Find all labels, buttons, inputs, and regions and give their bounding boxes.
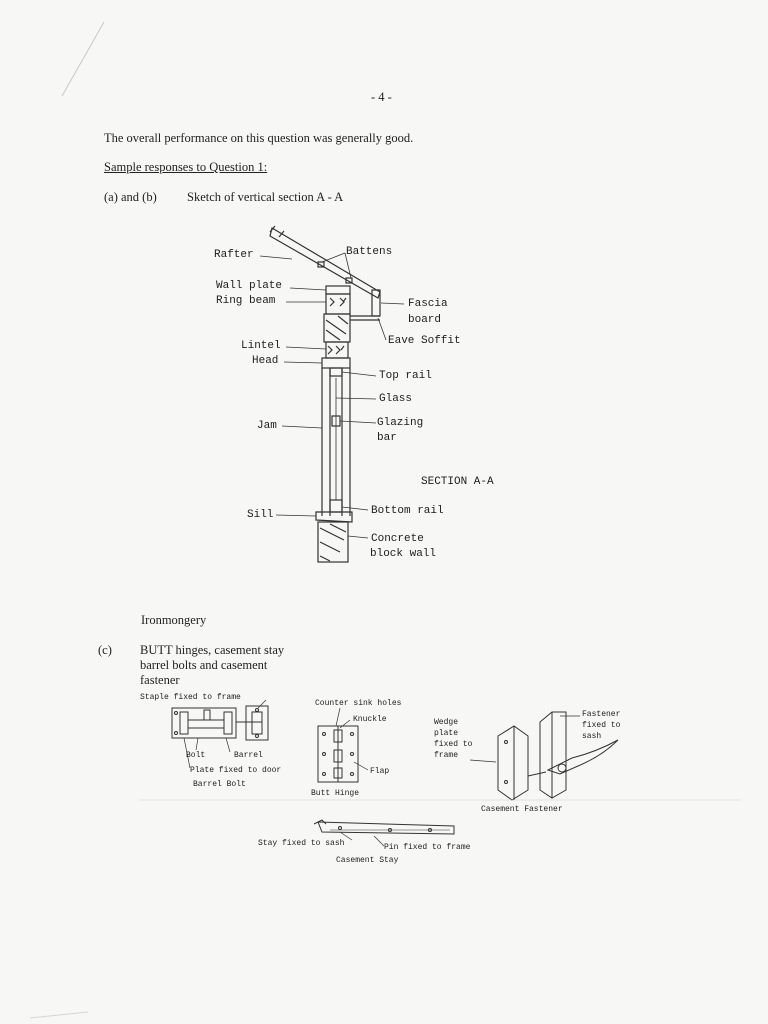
label-wall-plate: Wall plate (216, 280, 283, 292)
label-casement-fastener: Casement Fastener (481, 805, 563, 814)
label-fascia: Fascia (408, 298, 448, 310)
label-top-rail: Top rail (379, 370, 432, 382)
label-battens: Battens (346, 246, 393, 258)
batten (317, 261, 325, 268)
part-c-line-2: barrel bolts and casement (140, 658, 268, 672)
sill (315, 511, 353, 523)
label-glazing: Glazing (377, 417, 424, 429)
barrel-bolt-drawing (171, 705, 269, 741)
label-bottom-rail: Bottom rail (371, 505, 444, 517)
label-head: Head (252, 355, 279, 367)
part-c-label: (c) (98, 643, 112, 657)
label-wedge-3: fixed to (434, 740, 473, 749)
label-concrete: Concrete (371, 533, 424, 545)
casement-stay-drawing (313, 819, 455, 835)
intro-line: The overall performance on this question… (104, 131, 414, 145)
label-wedge-4: frame (434, 751, 459, 760)
rafter-shape (269, 227, 381, 299)
ironmongery-heading: Ironmongery (141, 613, 207, 627)
label-casement-stay: Casement Stay (336, 856, 399, 865)
label-rafter: Rafter (214, 249, 254, 261)
part-c-line-3: fastener (140, 673, 180, 687)
label-glazing-bar: bar (377, 432, 397, 444)
part-ab-title: Sketch of vertical section A - A (187, 190, 344, 204)
label-sill: Sill (247, 509, 274, 521)
label-ring-beam: Ring beam (216, 295, 276, 307)
concrete-wall (317, 521, 349, 563)
part-c-line-1: BUTT hinges, casement stay (140, 643, 285, 657)
label-wedge-1: Wedge (434, 718, 459, 727)
label-section-title: SECTION A-A (421, 476, 494, 488)
casement-fastener-drawing (497, 711, 619, 801)
label-eave-soffit: Eave Soffit (388, 335, 461, 347)
label-staple: Staple fixed to frame (140, 693, 241, 702)
label-fastener-2: fixed to (582, 721, 621, 730)
label-butt-hinge: Butt Hinge (311, 789, 360, 798)
label-fastener-3: sash (582, 732, 602, 741)
part-ab-label: (a) and (b) (104, 190, 157, 204)
label-barrel: Barrel (234, 751, 263, 760)
label-bolt: Bolt (186, 751, 206, 760)
butt-hinge-drawing (317, 725, 359, 783)
label-counter-sink: Counter sink holes (315, 699, 402, 708)
sample-heading: Sample responses to Question 1: (104, 160, 268, 174)
label-stay-fixed: Stay fixed to sash (258, 839, 345, 848)
label-fascia-board: board (408, 314, 442, 326)
label-barrel-bolt: Barrel Bolt (193, 780, 246, 789)
label-lintel: Lintel (241, 340, 281, 352)
label-jam: Jam (257, 420, 277, 432)
page-number: - 4 - (371, 90, 392, 104)
label-pin-fixed: Pin fixed to frame (384, 843, 471, 852)
label-knuckle: Knuckle (353, 715, 387, 724)
label-block-wall: block wall (370, 548, 437, 560)
label-glass: Glass (379, 393, 413, 405)
label-wedge-2: plate (434, 729, 459, 738)
label-fastener-1: Fastener (582, 710, 621, 719)
label-flap: Flap (370, 767, 390, 776)
label-plate: Plate fixed to door (190, 766, 282, 775)
batten (345, 277, 353, 284)
